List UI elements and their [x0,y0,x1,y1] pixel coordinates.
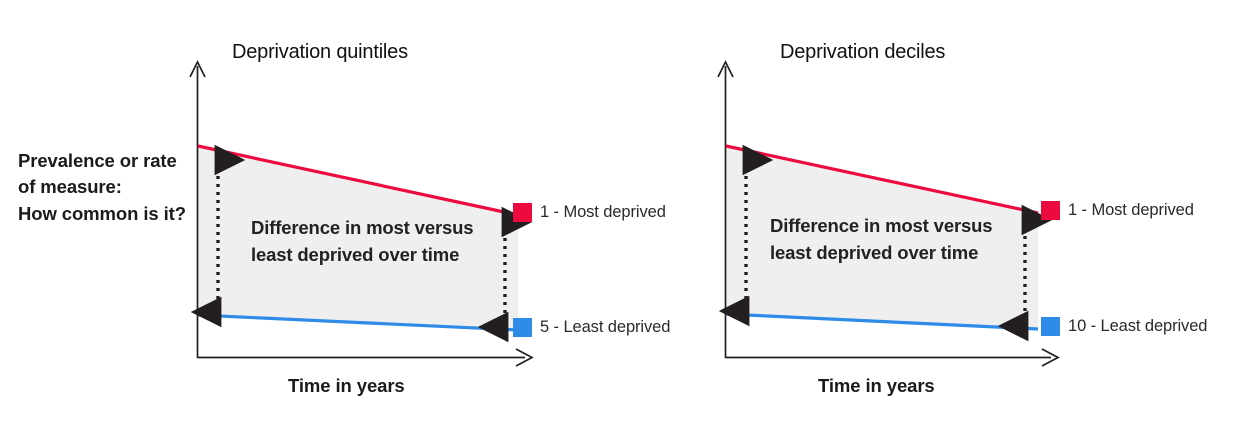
blue-square-marker [1041,317,1060,336]
y-axis-arrowhead [717,60,734,78]
y-axis-arrowhead [189,60,206,78]
panel-title: Deprivation quintiles [232,41,408,63]
series-line-least-deprived [197,313,519,332]
x-axis-arrowhead [1041,348,1060,367]
plot-area-deciles [717,60,1060,367]
y-axis-caption: Prevalence or rate of measure: How commo… [18,150,186,224]
red-square-marker [1041,201,1060,220]
legend-item-least-deprived[interactable]: 5 - Least deprived [513,318,670,337]
panel-title: Deprivation deciles [780,41,946,63]
x-axis-label: Time in years [288,375,405,396]
legend-item-most-deprived[interactable]: 1 - Most deprived [513,203,666,222]
legend-label: 10 - Least deprived [1068,317,1208,335]
series-line-least-deprived [725,312,1039,331]
difference-annotation: Difference in most versus least deprived… [770,215,993,264]
legend-label: 1 - Most deprived [1068,201,1194,219]
plot-area-quintiles [189,60,534,367]
panel-quintiles: Deprivation quintiles [180,0,710,436]
x-axis-arrowhead [515,348,534,367]
legend-item-most-deprived[interactable]: 1 - Most deprived [1041,201,1194,220]
difference-annotation: Difference in most versus least deprived… [251,217,474,266]
panel-deciles: Deprivation deciles Difference in most v… [708,0,1243,436]
shaded-difference-region [198,146,518,330]
legend-label: 5 - Least deprived [540,318,671,336]
blue-square-marker [513,318,532,337]
series-line-most-deprived [725,144,1039,215]
legend-item-least-deprived[interactable]: 10 - Least deprived [1041,317,1207,336]
legend-label: 1 - Most deprived [540,203,666,221]
shaded-difference-region [726,146,1038,329]
x-axis-label: Time in years [818,375,935,396]
series-line-most-deprived [197,144,519,217]
red-square-marker [513,203,532,222]
